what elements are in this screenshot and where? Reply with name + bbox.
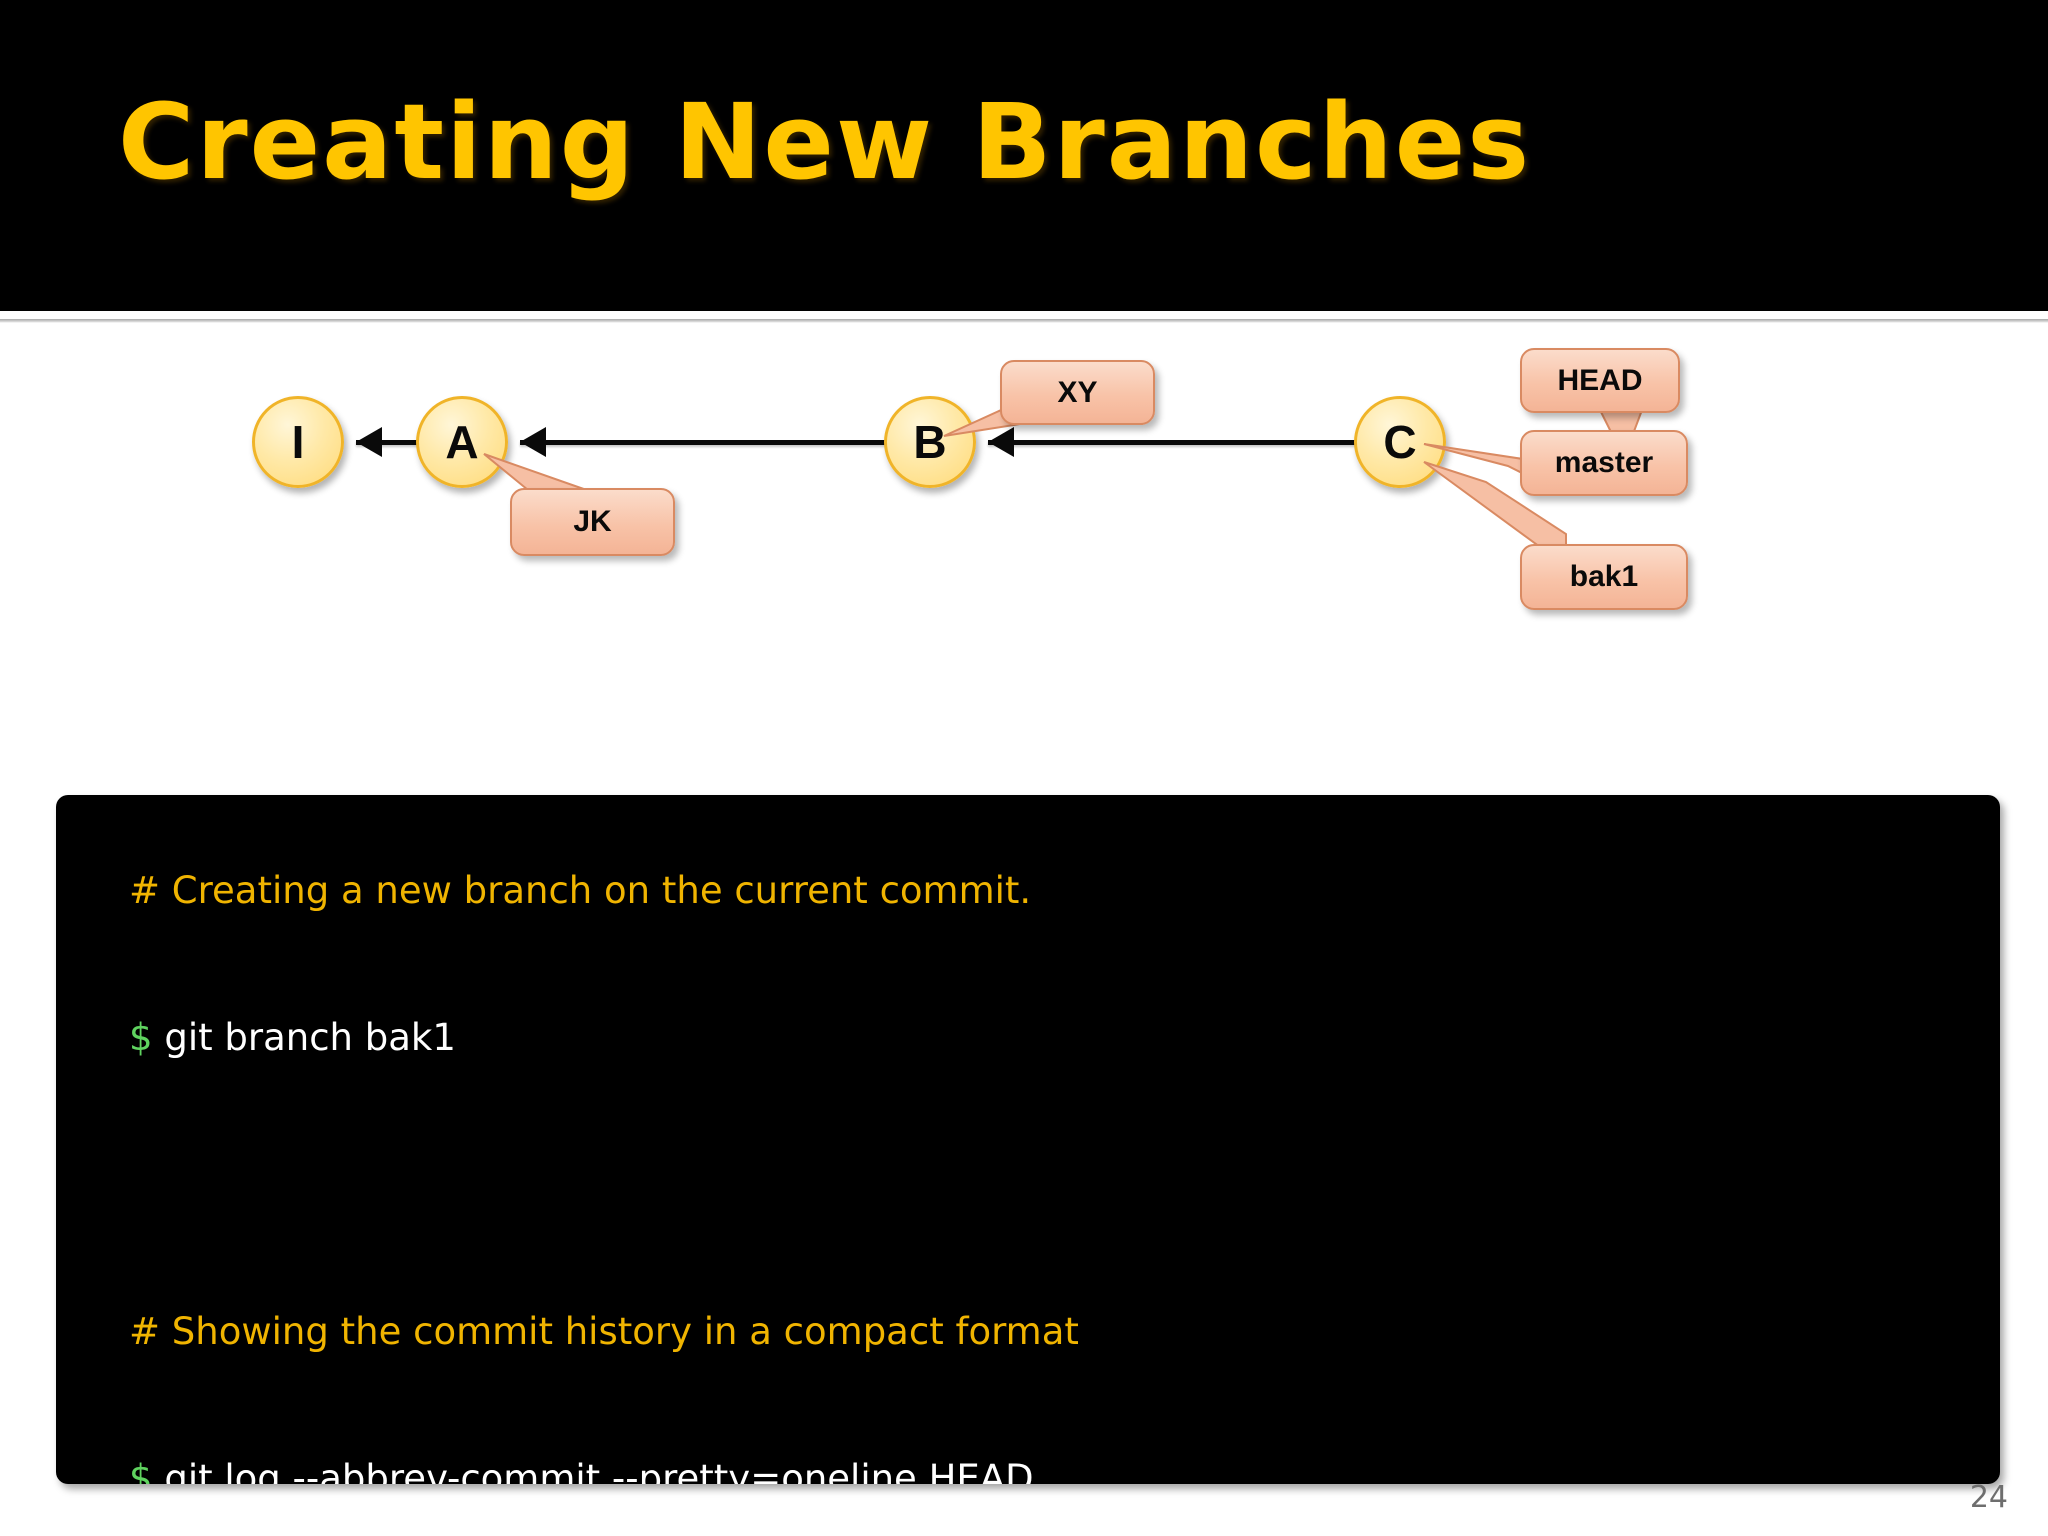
terminal-line: $ git log --abbrev-commit --pretty=oneli… xyxy=(82,1405,2000,1484)
arrowhead-to-a xyxy=(520,427,546,457)
arrowhead-to-b xyxy=(988,427,1014,457)
terminal-panel: # Creating a new branch on the current c… xyxy=(56,795,2000,1484)
commit-node-label: I xyxy=(291,416,305,468)
terminal-blank xyxy=(129,1163,141,1206)
slide-header-band xyxy=(0,0,2048,311)
commit-node-b[interactable]: B xyxy=(884,396,976,488)
callout-master[interactable]: master xyxy=(1520,430,1688,496)
callout-label: HEAD xyxy=(1557,363,1643,397)
commit-node-i[interactable]: I xyxy=(252,396,344,488)
terminal-line: $ git branch bak1 xyxy=(82,964,2000,1111)
terminal-prompt: $ xyxy=(129,1016,153,1059)
commit-node-label: C xyxy=(1383,416,1417,468)
terminal-command: git branch bak1 xyxy=(152,1016,456,1059)
header-divider xyxy=(0,319,2048,323)
callout-jk[interactable]: JK xyxy=(510,488,675,556)
callout-tail-bak1 xyxy=(1423,461,1567,568)
terminal-line: # Creating a new branch on the current c… xyxy=(82,817,2000,964)
callout-label: bak1 xyxy=(1569,560,1639,593)
edge-b-to-a xyxy=(520,440,950,445)
callout-label: JK xyxy=(573,505,612,538)
callout-label: XY xyxy=(1057,375,1098,409)
terminal-prompt: $ xyxy=(129,1457,153,1484)
commit-node-label: B xyxy=(913,416,947,468)
commit-node-a[interactable]: A xyxy=(416,396,508,488)
terminal-line-blank xyxy=(82,1111,2000,1258)
edge-c-to-b xyxy=(988,440,1398,445)
commit-node-c[interactable]: C xyxy=(1354,396,1446,488)
terminal-command: git log --abbrev-commit --pretty=oneline… xyxy=(152,1457,1034,1484)
terminal-comment: # Creating a new branch on the current c… xyxy=(129,869,1032,912)
commit-node-label: A xyxy=(445,416,479,468)
arrowhead-to-i xyxy=(356,427,382,457)
callout-xy[interactable]: XY xyxy=(1000,360,1155,425)
terminal-line: # Showing the commit history in a compac… xyxy=(82,1258,2000,1405)
page-title: Creating New Branches xyxy=(118,81,1532,203)
callout-head[interactable]: HEAD xyxy=(1520,348,1680,413)
terminal-comment: # Showing the commit history in a compac… xyxy=(129,1310,1079,1353)
page-number: 24 xyxy=(1969,1480,2008,1515)
commit-graph-diagram: I A B C XY JK HEAD master bak1 xyxy=(0,330,2048,780)
callout-bak1[interactable]: bak1 xyxy=(1520,544,1688,610)
callout-label: master xyxy=(1554,446,1654,479)
